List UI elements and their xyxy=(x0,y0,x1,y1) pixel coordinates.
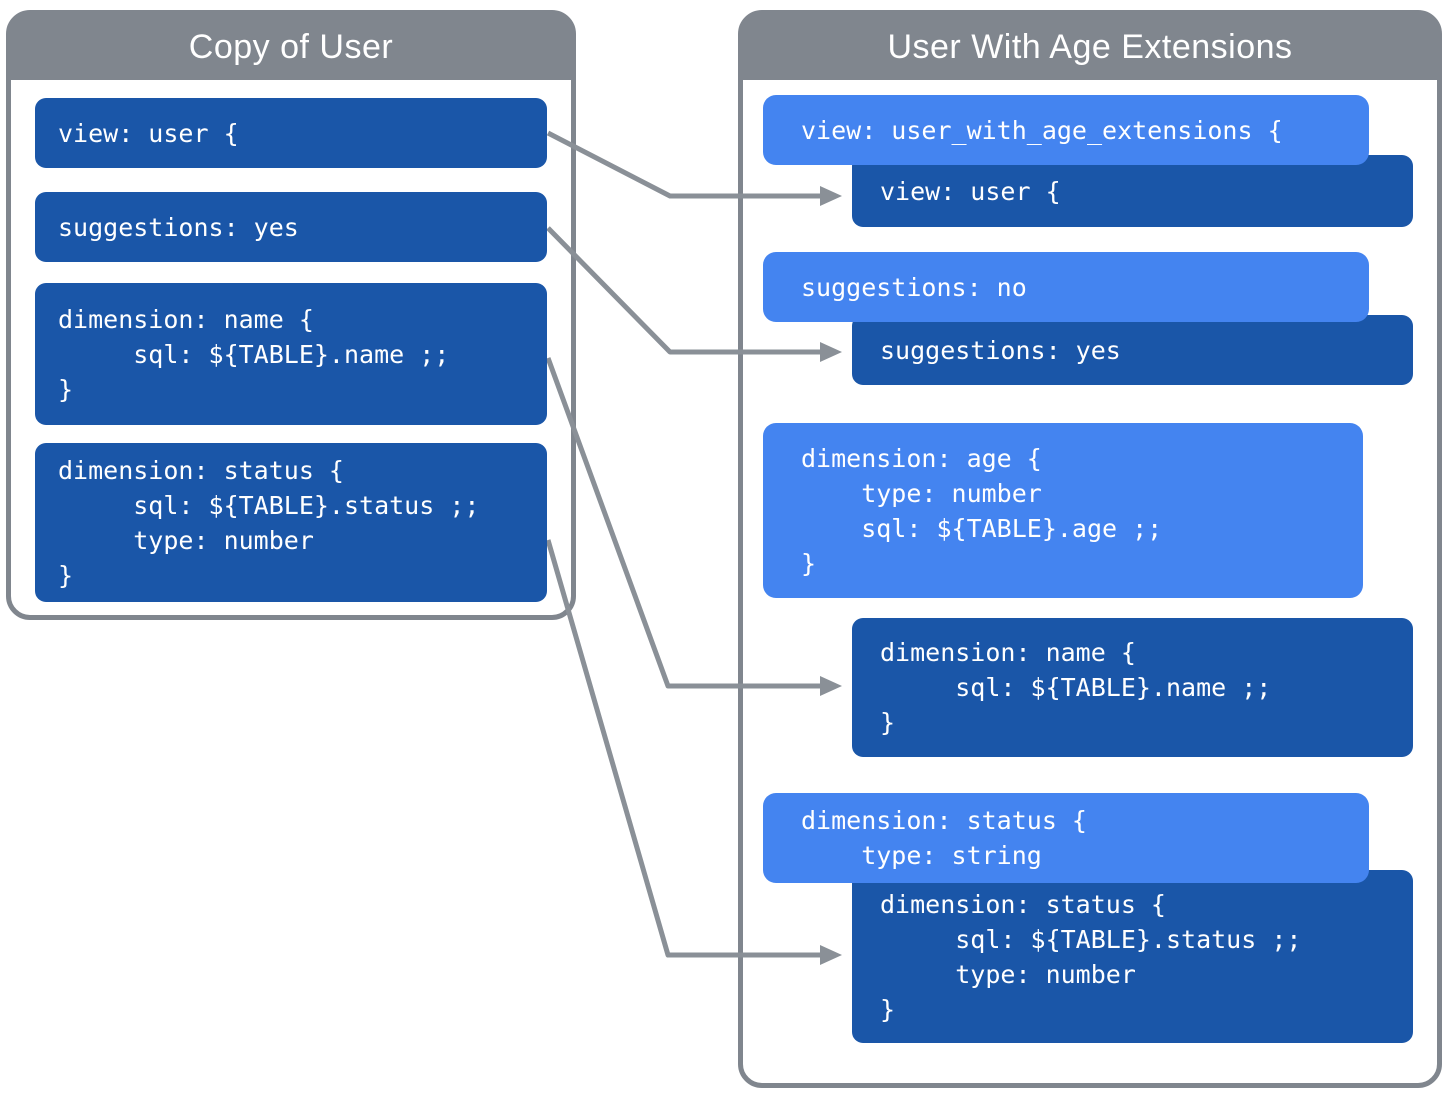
code-text: view: user_with_age_extensions { xyxy=(801,115,1283,145)
code-block-inherited-suggestions-yes: suggestions: yes xyxy=(852,315,1413,385)
panel-copy-of-user-header: Copy of User xyxy=(10,14,572,80)
code-block-suggestions-no: suggestions: no xyxy=(763,252,1369,322)
code-text: dimension: name { sql: ${TABLE}.name ;; … xyxy=(880,638,1272,737)
code-text: dimension: status { sql: ${TABLE}.status… xyxy=(58,455,480,590)
code-text: dimension: age { type: number sql: ${TAB… xyxy=(801,443,1163,578)
code-text: dimension: status { type: string xyxy=(801,806,1087,870)
code-block-inherited-view-user: view: user { xyxy=(852,155,1413,227)
code-block-inherited-dimension-name: dimension: name { sql: ${TABLE}.name ;; … xyxy=(852,618,1413,757)
code-block-view-user: view: user { xyxy=(35,98,547,168)
panel-title: Copy of User xyxy=(188,27,394,66)
panel-title: User With Age Extensions xyxy=(887,27,1293,66)
code-block-dimension-age: dimension: age { type: number sql: ${TAB… xyxy=(763,423,1363,598)
code-text: suggestions: no xyxy=(801,272,1027,302)
code-block-inherited-dimension-status: dimension: status { sql: ${TABLE}.status… xyxy=(852,870,1413,1043)
code-block-dimension-status-override: dimension: status { type: string xyxy=(763,793,1369,883)
panel-user-with-age-extensions-header: User With Age Extensions xyxy=(742,14,1438,80)
code-text: dimension: name { sql: ${TABLE}.name ;; … xyxy=(58,304,450,404)
code-block-dimension-status: dimension: status { sql: ${TABLE}.status… xyxy=(35,443,547,602)
code-block-view-extensions: view: user_with_age_extensions { xyxy=(763,95,1369,165)
code-block-dimension-name: dimension: name { sql: ${TABLE}.name ;; … xyxy=(35,283,547,425)
code-block-suggestions-yes: suggestions: yes xyxy=(35,192,547,262)
code-text: suggestions: yes xyxy=(880,335,1121,365)
code-text: view: user { xyxy=(58,118,239,148)
code-text: dimension: status { sql: ${TABLE}.status… xyxy=(880,889,1302,1024)
code-text: view: user { xyxy=(880,176,1061,206)
code-text: suggestions: yes xyxy=(58,212,299,242)
